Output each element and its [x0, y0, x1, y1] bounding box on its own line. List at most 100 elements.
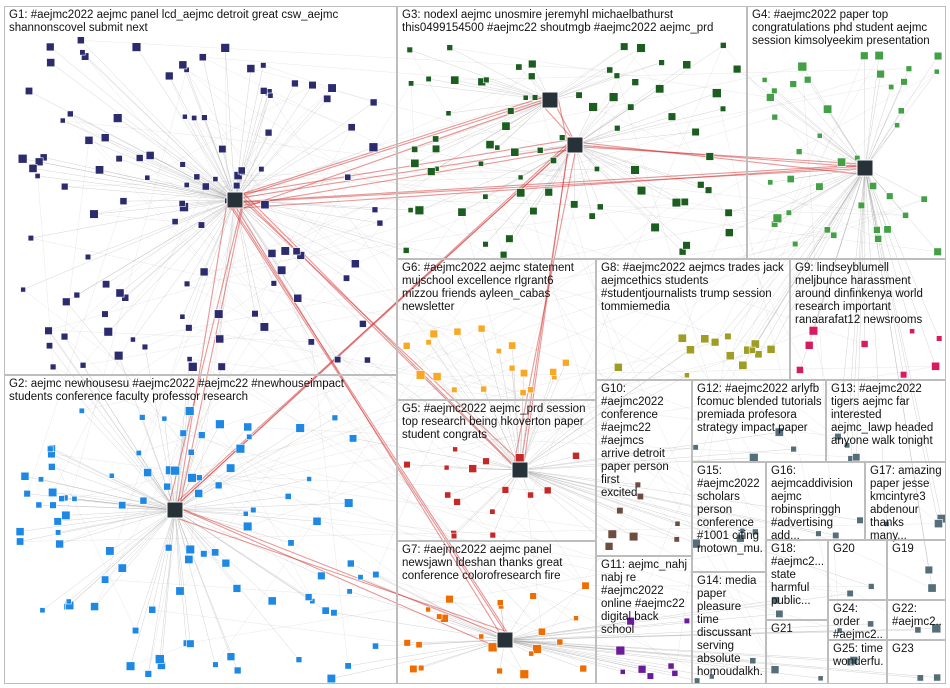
edge: [122, 509, 176, 569]
node: [501, 486, 510, 494]
node: [218, 145, 227, 154]
edge-strong: [230, 148, 574, 208]
node: [608, 92, 619, 102]
node: [187, 473, 197, 483]
node: [796, 366, 804, 374]
edge: [311, 341, 349, 667]
node: [193, 173, 201, 181]
edge: [837, 167, 866, 437]
edge: [219, 424, 313, 602]
group-label-g12: G12: #aejmc2022 arlyfb fcomuc blended tu…: [697, 383, 822, 434]
node: [436, 613, 443, 620]
edge: [174, 509, 191, 644]
node: [293, 293, 303, 303]
edge: [454, 389, 521, 471]
edge: [234, 199, 380, 224]
edge: [574, 88, 660, 146]
edge: [104, 509, 176, 580]
node: [260, 200, 270, 210]
node: [198, 53, 207, 62]
edge: [407, 639, 506, 644]
node: [372, 642, 379, 650]
node: [73, 291, 81, 299]
edge-strong: [576, 141, 874, 177]
node: [515, 63, 523, 71]
edge: [802, 66, 866, 169]
node: [77, 36, 85, 45]
edge: [234, 199, 297, 252]
node: [738, 360, 748, 370]
edge: [85, 56, 493, 536]
edge: [418, 639, 506, 645]
edge: [234, 95, 271, 201]
edge: [456, 232, 730, 503]
edge: [674, 336, 729, 674]
edge: [81, 243, 796, 411]
edge: [74, 342, 716, 500]
node: [350, 259, 360, 269]
node: [246, 433, 253, 440]
edge: [19, 509, 176, 532]
node: [606, 66, 614, 74]
edge: [574, 144, 709, 191]
group-label-g13: G13: #aejmc2022 tigers aejmc far interes…: [831, 383, 934, 447]
edge-strong: [241, 195, 519, 471]
edge: [238, 168, 597, 176]
node: [803, 76, 812, 84]
node: [101, 310, 109, 318]
edge-strong: [575, 146, 870, 165]
node: [344, 498, 354, 508]
node: [418, 664, 425, 672]
node: [936, 335, 943, 342]
node: [344, 173, 352, 181]
node: [883, 225, 892, 234]
node: [528, 59, 537, 69]
edge: [736, 68, 866, 169]
node: [636, 492, 644, 500]
node: [191, 115, 198, 121]
node: [226, 463, 236, 473]
edge: [186, 283, 780, 615]
edge: [682, 212, 729, 339]
node: [581, 581, 590, 590]
node: [529, 592, 537, 600]
edge: [428, 342, 919, 631]
edge: [43, 157, 236, 201]
edge: [169, 75, 216, 180]
edge: [93, 199, 236, 215]
node: [899, 371, 908, 379]
edge: [66, 199, 236, 303]
node: [90, 602, 99, 611]
node: [58, 495, 66, 502]
edge: [196, 176, 756, 533]
edge: [174, 366, 194, 511]
node: [331, 414, 339, 421]
edge: [24, 475, 176, 511]
node: [636, 43, 646, 53]
edge: [504, 639, 623, 673]
node: [489, 508, 496, 515]
edge: [504, 600, 776, 641]
node: [588, 212, 596, 220]
edge: [485, 144, 576, 245]
node: [507, 107, 515, 115]
node: [346, 588, 353, 595]
edge: [456, 469, 521, 503]
edge: [188, 327, 524, 393]
group-label-g23: G23: [892, 643, 914, 655]
node: [575, 91, 583, 99]
node: [443, 464, 450, 471]
edge-strong: [543, 106, 576, 142]
edge: [202, 57, 486, 197]
node: [846, 589, 854, 598]
node: [347, 123, 356, 132]
node: [295, 423, 305, 433]
edge: [174, 502, 349, 511]
edge: [808, 167, 866, 346]
node: [317, 571, 326, 580]
group-label-g2: G2: aejmc newhousesu #aejmc2022 #aejmc22…: [9, 378, 344, 403]
node: [686, 345, 695, 355]
edge: [52, 492, 493, 536]
edge: [169, 75, 236, 201]
